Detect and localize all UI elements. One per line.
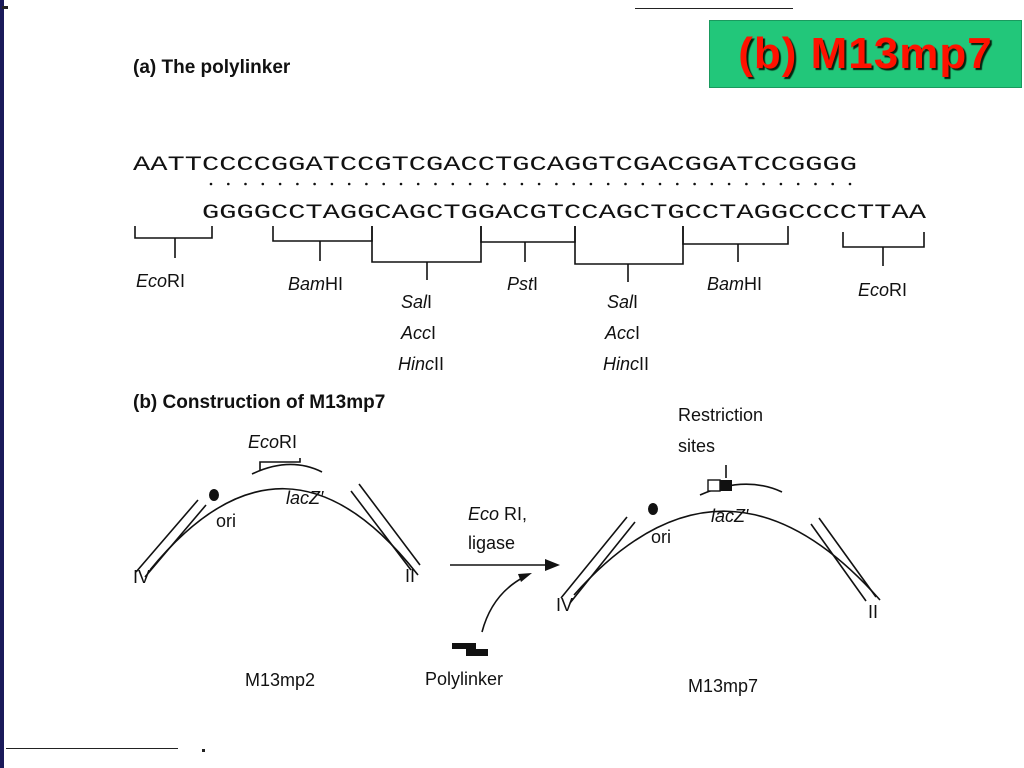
acci-left-label: AccI: [400, 323, 436, 343]
base-pair-dot: [520, 182, 524, 186]
bottom-rule: [6, 748, 178, 749]
base-pair-dot: [762, 182, 765, 186]
base-pair-dot: [278, 182, 282, 186]
base-pair-dot: [606, 182, 610, 186]
base-pair-dot: [537, 182, 541, 186]
base-pair-dot: [261, 182, 265, 186]
base-pair-dot: [796, 182, 800, 186]
mp2-ori-dot: [209, 489, 219, 501]
base-pair-dot: [382, 182, 386, 186]
base-pair-dot: [296, 182, 299, 186]
base-pair-dot: [209, 182, 213, 186]
mp7-gene-ii-label: II: [868, 602, 878, 622]
base-pair-dot: [589, 182, 593, 186]
ecori-right-label: EcoRI: [858, 280, 907, 300]
arrow-ligase-label: ligase: [468, 533, 515, 553]
base-pair-dot: [468, 182, 472, 186]
base-pair-dot: [555, 182, 558, 186]
base-pair-dot: [347, 182, 351, 186]
sali-left-label: SalI: [401, 292, 432, 312]
base-pair-dot: [451, 182, 455, 186]
polylinker-insert: [452, 573, 532, 656]
restriction-site-filled-box: [720, 480, 732, 491]
base-pair-dots: [209, 182, 852, 186]
base-pair-dot: [814, 182, 817, 186]
restriction-sites-label-line2: sites: [678, 436, 715, 456]
mp7-ori-label: ori: [651, 527, 671, 547]
base-pair-dot: [779, 182, 783, 186]
psti-bracket: [480, 226, 576, 262]
base-pair-dot: [434, 182, 437, 186]
hincii-right-label: HincII: [603, 354, 649, 374]
mp2-gene-ii-label: II: [405, 566, 415, 586]
mp2-ori-label: ori: [216, 511, 236, 531]
mp2-lacz-label: lacZ′: [286, 488, 324, 508]
base-pair-dot: [572, 182, 575, 186]
base-pair-dot: [831, 182, 834, 186]
base-pair-dot: [330, 182, 334, 186]
mp2-gene-iv-label: IV: [133, 567, 150, 587]
mp2-ecori-label: EcoRI: [248, 432, 297, 452]
restriction-sites-label-line1: Restriction: [678, 405, 763, 425]
mp7-gene-iv-label: IV: [556, 595, 573, 615]
m13mp2-vector: [135, 458, 421, 578]
sali-left-bracket: [371, 226, 482, 280]
base-pair-dot: [313, 182, 316, 186]
base-pair-dot: [745, 182, 748, 186]
bamhi-right-label: BamHI: [707, 274, 762, 294]
bottom-strand-sequence: GGGGCCTAGGCAGCTGGACGTCCAGCTGCCTAGGCCCCTT…: [202, 202, 927, 225]
base-pair-dot: [624, 182, 627, 186]
base-pair-dot: [365, 182, 368, 186]
psti-label: PstI: [507, 274, 538, 294]
bamhi-left-bracket: [272, 226, 373, 261]
ecori-left-label: EcoRI: [136, 271, 185, 291]
mp7-ori-dot: [648, 503, 658, 515]
base-pair-dot: [848, 182, 852, 186]
polylinker-label: Polylinker: [425, 669, 503, 689]
base-pair-dot: [693, 182, 696, 186]
base-pair-dot: [658, 182, 662, 186]
slide-title: (b) M13mp7: [738, 29, 993, 78]
part-a-heading: (a) The polylinker: [133, 57, 291, 78]
slide-corner-mark: [2, 6, 8, 9]
bamhi-left-label: BamHI: [288, 274, 343, 294]
top-rule: [635, 8, 793, 9]
sali-right-bracket: [574, 226, 684, 282]
arrow-enzyme-label: Eco RI,: [468, 504, 527, 524]
part-b-heading: (b) Construction of M13mp7: [133, 392, 385, 413]
base-pair-dot: [503, 182, 506, 186]
base-pair-dot: [641, 182, 645, 186]
slide-title-badge: (b) M13mp7: [709, 20, 1022, 88]
slide-left-border: [0, 0, 4, 768]
base-pair-dot: [676, 182, 679, 186]
base-pair-dot: [710, 182, 714, 186]
base-pair-dot: [486, 182, 489, 186]
hincii-left-label: HincII: [398, 354, 444, 374]
base-pair-dot: [399, 182, 403, 186]
bottom-dot: [202, 749, 205, 752]
ecori-left-bracket: [134, 226, 213, 258]
base-pair-dot: [244, 182, 247, 186]
base-pair-dot: [227, 182, 230, 186]
m13mp7-vector: [560, 465, 881, 604]
ecori-right-bracket: [842, 232, 925, 266]
reaction-arrow: [450, 559, 560, 571]
bamhi-right-bracket: [682, 226, 789, 262]
mp7-name-label: M13mp7: [688, 676, 758, 696]
base-pair-dot: [727, 182, 731, 186]
mp2-name-label: M13mp2: [245, 670, 315, 690]
acci-right-label: AccI: [604, 323, 640, 343]
base-pair-dot: [416, 182, 420, 186]
restriction-site-open-box: [707, 479, 721, 492]
sali-right-label: SalI: [607, 292, 638, 312]
top-strand-sequence: AATTCCCCGGATCCGTCGACCTGCAGGTCGACGGATCCGG…: [133, 154, 857, 177]
mp7-lacz-label: lacZ′: [711, 506, 749, 526]
